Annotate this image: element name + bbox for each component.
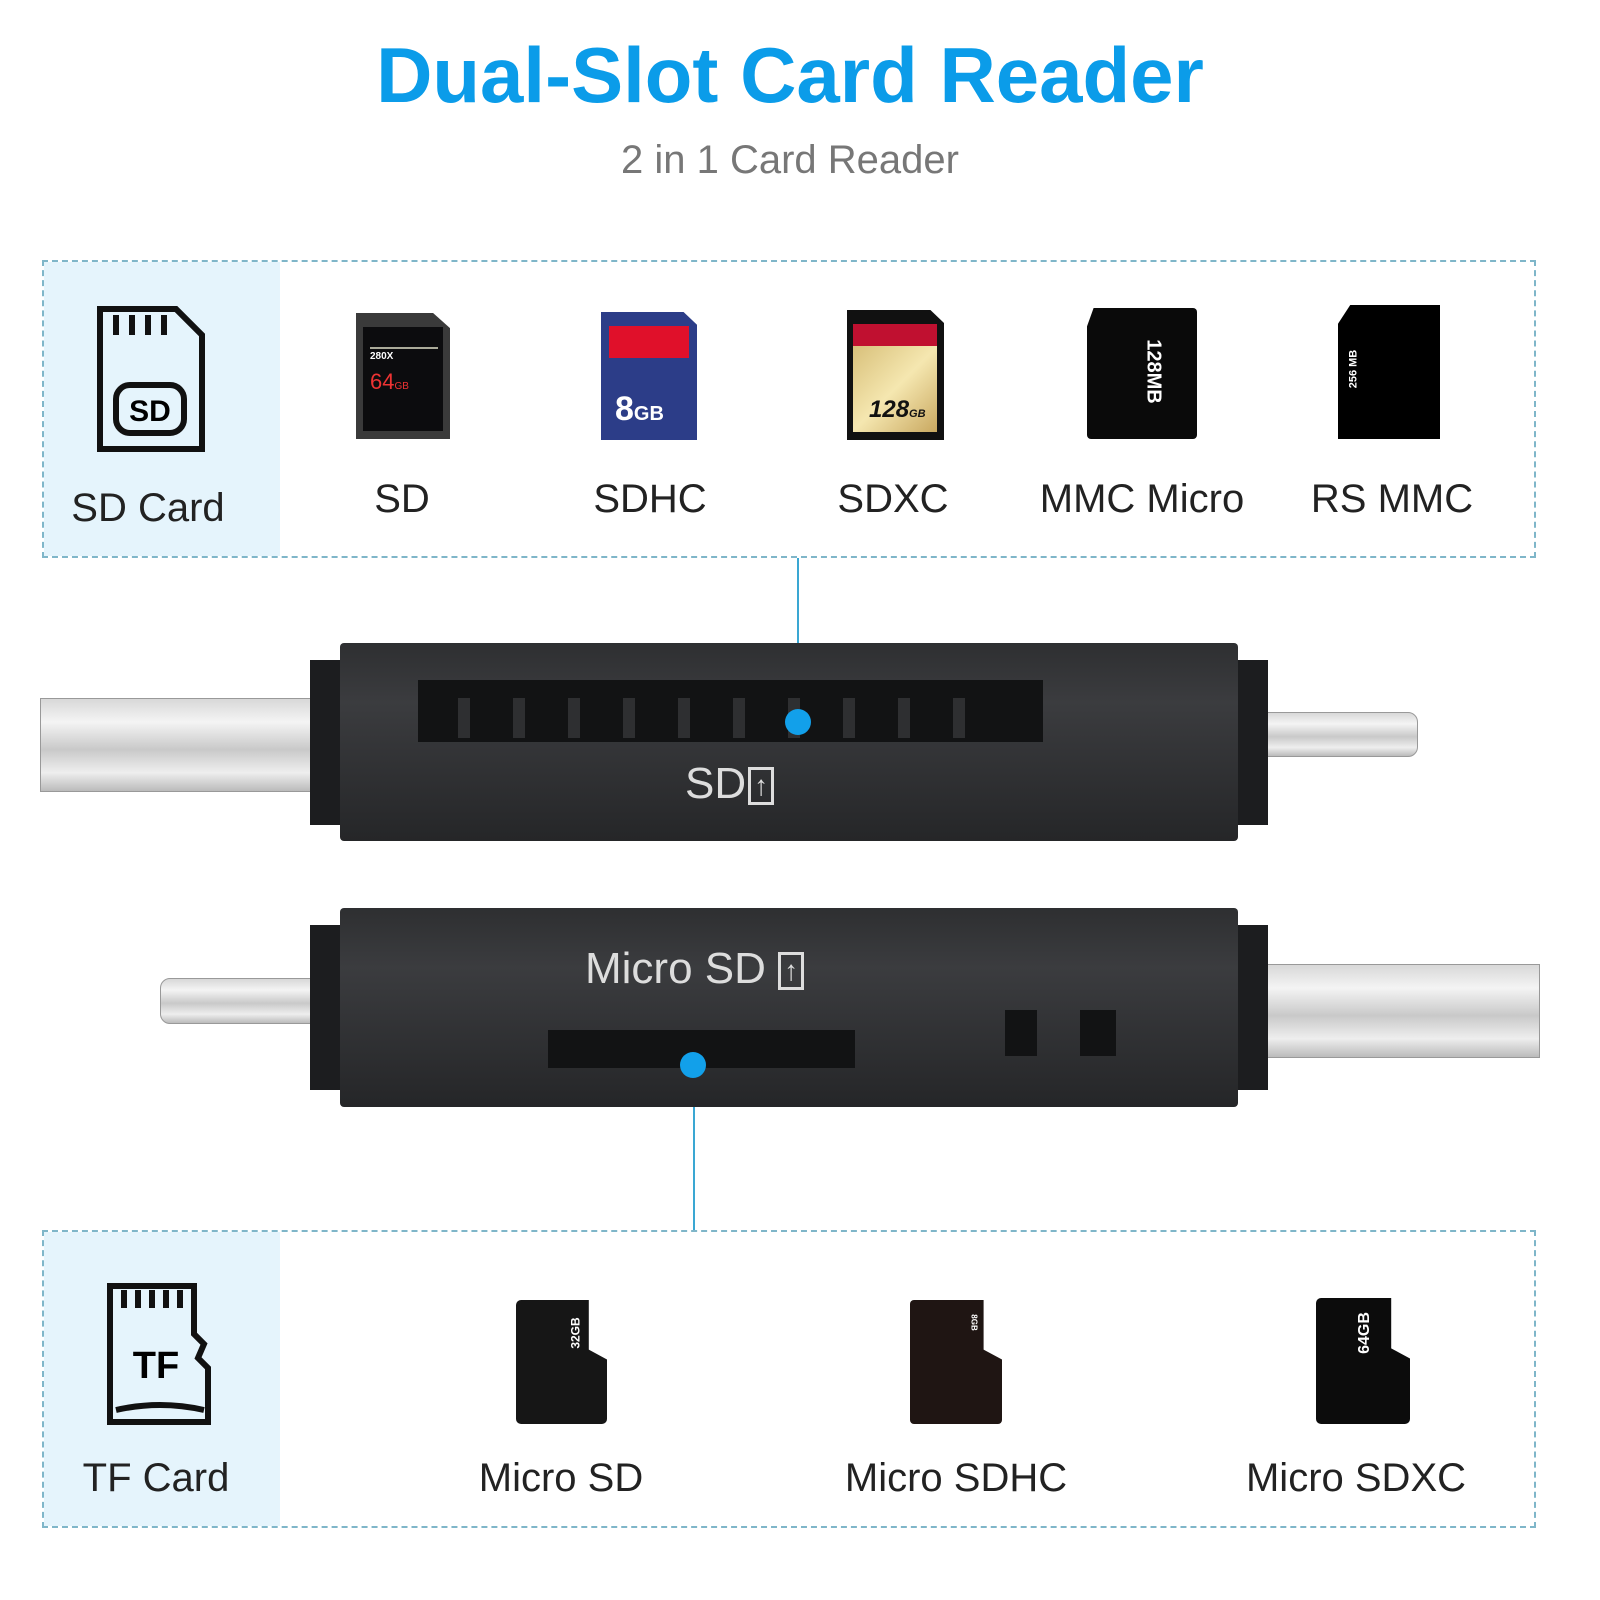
reader-end-cap bbox=[310, 660, 342, 825]
reader-end-cap bbox=[1236, 660, 1268, 825]
rs-mmc-card-image: 256 MB bbox=[1338, 305, 1440, 439]
reader-end-cap bbox=[1236, 925, 1268, 1090]
card-label-mmc-micro: MMC Micro bbox=[1039, 477, 1245, 521]
card-label-sd: SD bbox=[374, 477, 430, 521]
reader-end-cap bbox=[310, 925, 342, 1090]
sd-category-label: SD Card bbox=[71, 486, 225, 530]
usb-a-plug bbox=[1266, 964, 1540, 1058]
micro-slot-marker-dot bbox=[680, 1052, 706, 1078]
reader-body-sd-side: SD↑ bbox=[340, 643, 1238, 841]
page-subtitle: 2 in 1 Card Reader bbox=[621, 138, 959, 182]
sd-slot-pointer-line bbox=[797, 558, 799, 722]
tf-card-icon: TF bbox=[107, 1283, 211, 1425]
usb-c-plug bbox=[1266, 712, 1418, 757]
svg-text:TF: TF bbox=[133, 1345, 179, 1387]
insert-arrow-icon: ↑ bbox=[748, 767, 775, 806]
sd-card-slot bbox=[418, 680, 1043, 742]
led-window bbox=[1005, 1010, 1037, 1056]
svg-text:SD: SD bbox=[129, 395, 171, 428]
card-label-rs-mmc: RS MMC bbox=[1310, 477, 1474, 521]
mmc-micro-card-image: 128MB bbox=[1087, 308, 1197, 439]
usb-c-plug bbox=[160, 978, 314, 1024]
card-label-sdhc: SDHC bbox=[593, 477, 707, 521]
sd-slot-label: SD↑ bbox=[685, 759, 775, 809]
tf-category-panel bbox=[44, 1232, 280, 1526]
reader-body-micro-side: Micro SD ↑ bbox=[340, 908, 1238, 1107]
led-window bbox=[1080, 1010, 1116, 1056]
tf-category-label: TF Card bbox=[82, 1456, 230, 1500]
sd-slot-marker-dot bbox=[785, 709, 811, 735]
sd-card-image: 280X 64GB bbox=[356, 313, 450, 439]
sd-card-compat-box bbox=[42, 260, 1536, 558]
usb-a-plug bbox=[40, 698, 314, 792]
micro-slot-pointer-line bbox=[693, 1066, 695, 1230]
insert-arrow-icon: ↑ bbox=[778, 952, 805, 991]
card-label-micro-sdhc: Micro SDHC bbox=[844, 1456, 1068, 1500]
micro-slot-label: Micro SD ↑ bbox=[585, 944, 805, 994]
tf-card-compat-box bbox=[42, 1230, 1536, 1528]
sd-card-icon: SD bbox=[97, 306, 205, 452]
card-label-micro-sdxc: Micro SDXC bbox=[1245, 1456, 1467, 1500]
card-label-micro-sd: Micro SD bbox=[478, 1456, 644, 1500]
sdxc-card-image: 128GB bbox=[847, 310, 944, 440]
sdhc-card-image: 8GB bbox=[601, 312, 697, 440]
card-label-sdxc: SDXC bbox=[837, 477, 949, 521]
page-title: Dual-Slot Card Reader bbox=[376, 31, 1204, 119]
